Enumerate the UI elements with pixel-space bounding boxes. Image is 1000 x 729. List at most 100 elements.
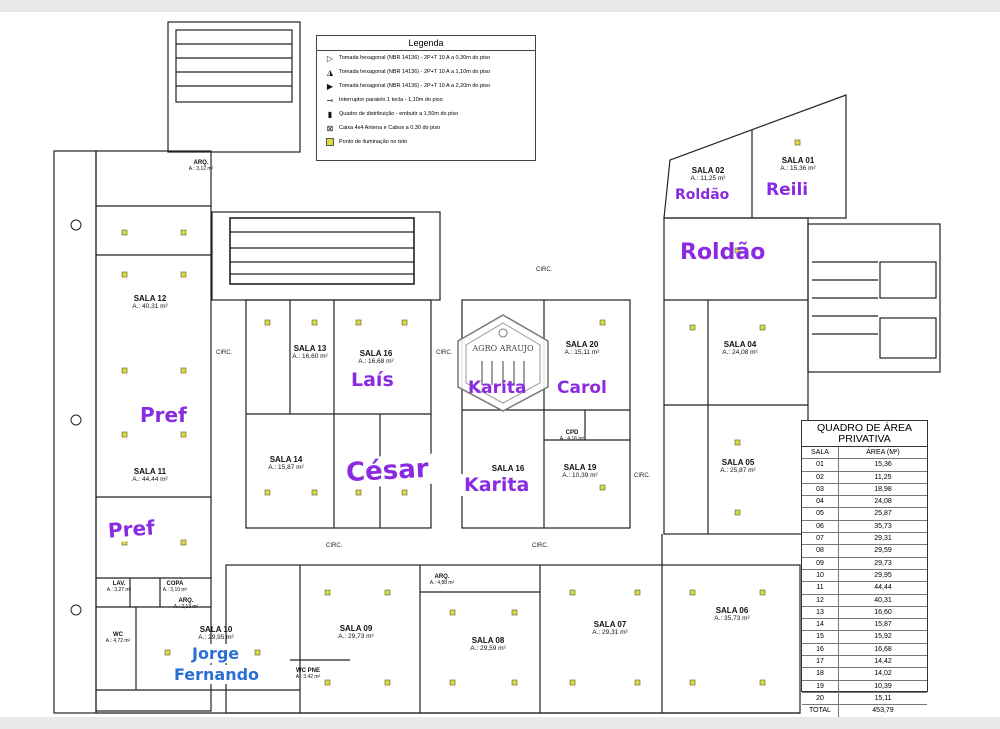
circulation-label: CIRC. xyxy=(436,350,453,356)
room-label-arq-2: ARQ.A.: 2,13 m² xyxy=(173,598,199,610)
occupant-label: César xyxy=(341,453,434,489)
occupant-label: Roldão xyxy=(680,240,766,265)
ceiling-light-icon xyxy=(326,138,334,146)
junction-box-icon: ⊠ xyxy=(326,123,334,133)
legend-item-text: Tomada hexagonal (NBR 14136) - 2P+T 10 A… xyxy=(339,55,491,61)
room-label-arq-1: ARQ.A.: 4,88 m² xyxy=(429,574,455,586)
top-right-rooms xyxy=(663,94,847,219)
legend-item: ▷ Tomada hexagonal (NBR 14136) - 2P+T 10 … xyxy=(317,51,535,65)
col-header-sala: SALA xyxy=(802,447,839,459)
occupant-label: Jorge xyxy=(188,644,244,663)
logo-text: AGRO ARAUJO xyxy=(472,344,534,353)
legend-box: Legenda ▷ Tomada hexagonal (NBR 14136) - … xyxy=(316,35,536,161)
occupant-label: Laís xyxy=(351,369,394,391)
outlet-low-icon: ▷ xyxy=(326,53,334,63)
occupant-label: Roldão xyxy=(675,187,730,203)
room-label-arq-top: ARQ.A.: 3,12 m² xyxy=(188,160,214,172)
switch-icon: ⊸ xyxy=(326,95,334,105)
stair-block xyxy=(167,21,301,153)
area-table-title-line1: QUADRO DE ÁREA xyxy=(816,422,913,434)
room-label-sala-16b: SALA 16 xyxy=(491,464,525,473)
legend-item-text: Tomada hexagonal (NBR 14136) - 2P+T 10 A… xyxy=(339,69,491,75)
outlet-mid-icon: ◮ xyxy=(326,67,334,77)
legend-item-text: Caixa 4x4 Antena e Cabos a 0,30 do piso xyxy=(339,125,441,131)
room-label-lav: LAV.A.: 3,27 m² xyxy=(106,581,132,593)
circulation-label: CIRC. xyxy=(634,473,651,479)
legend-item: ▮ Quadro de distribuição - embutir a 1,50… xyxy=(317,107,535,121)
right-stair-block xyxy=(807,223,941,373)
occupant-label: Karita xyxy=(460,474,534,496)
legend-item-text: Interruptor paralelo 1 tecla - 1,10m do … xyxy=(339,97,443,103)
legend-item: ▶ Tomada hexagonal (NBR 14136) - 2P+T 10 … xyxy=(317,79,535,93)
legend-item-text: Quadro de distribuição - embutir a 1,50m… xyxy=(339,111,459,117)
legend-item: ⊸ Interruptor paralelo 1 tecla - 1,10m do… xyxy=(317,93,535,107)
occupant-label: Pref xyxy=(136,403,191,427)
left-facade-strip xyxy=(53,150,97,714)
escalator-block xyxy=(211,211,441,301)
outlet-high-icon: ▶ xyxy=(326,81,334,91)
agro-araujo-logo xyxy=(457,314,549,412)
occupant-label: Carol xyxy=(557,378,607,398)
occupant-label: Pref xyxy=(103,515,160,543)
circulation-label: CIRC. xyxy=(536,267,553,273)
distribution-board-icon: ▮ xyxy=(327,109,333,119)
legend-item-text: Tomada hexagonal (NBR 14136) - 2P+T 10 A… xyxy=(339,83,491,89)
circulation-label: CIRC. xyxy=(326,543,343,549)
legend-item: ⊠ Caixa 4x4 Antena e Cabos a 0,30 do piso xyxy=(317,121,535,135)
area-table-title-line2: PRIVATIVA xyxy=(838,433,891,445)
right-block xyxy=(663,217,809,535)
occupant-label: Fernando xyxy=(170,665,264,684)
area-table-title: QUADRO DE ÁREA PRIVATIVA xyxy=(802,421,927,447)
legend-title: Legenda xyxy=(317,36,535,51)
left-block-outline xyxy=(95,150,212,712)
circulation-label: CIRC. xyxy=(532,543,549,549)
occupant-label: Reili xyxy=(766,180,809,200)
center-right-block xyxy=(461,299,631,529)
legend-item: Ponto de iluminação no teto xyxy=(317,135,535,149)
occupant-label: Karita xyxy=(468,378,527,398)
circulation-label: CIRC. xyxy=(216,350,233,356)
legend-item-text: Ponto de iluminação no teto xyxy=(339,139,408,145)
